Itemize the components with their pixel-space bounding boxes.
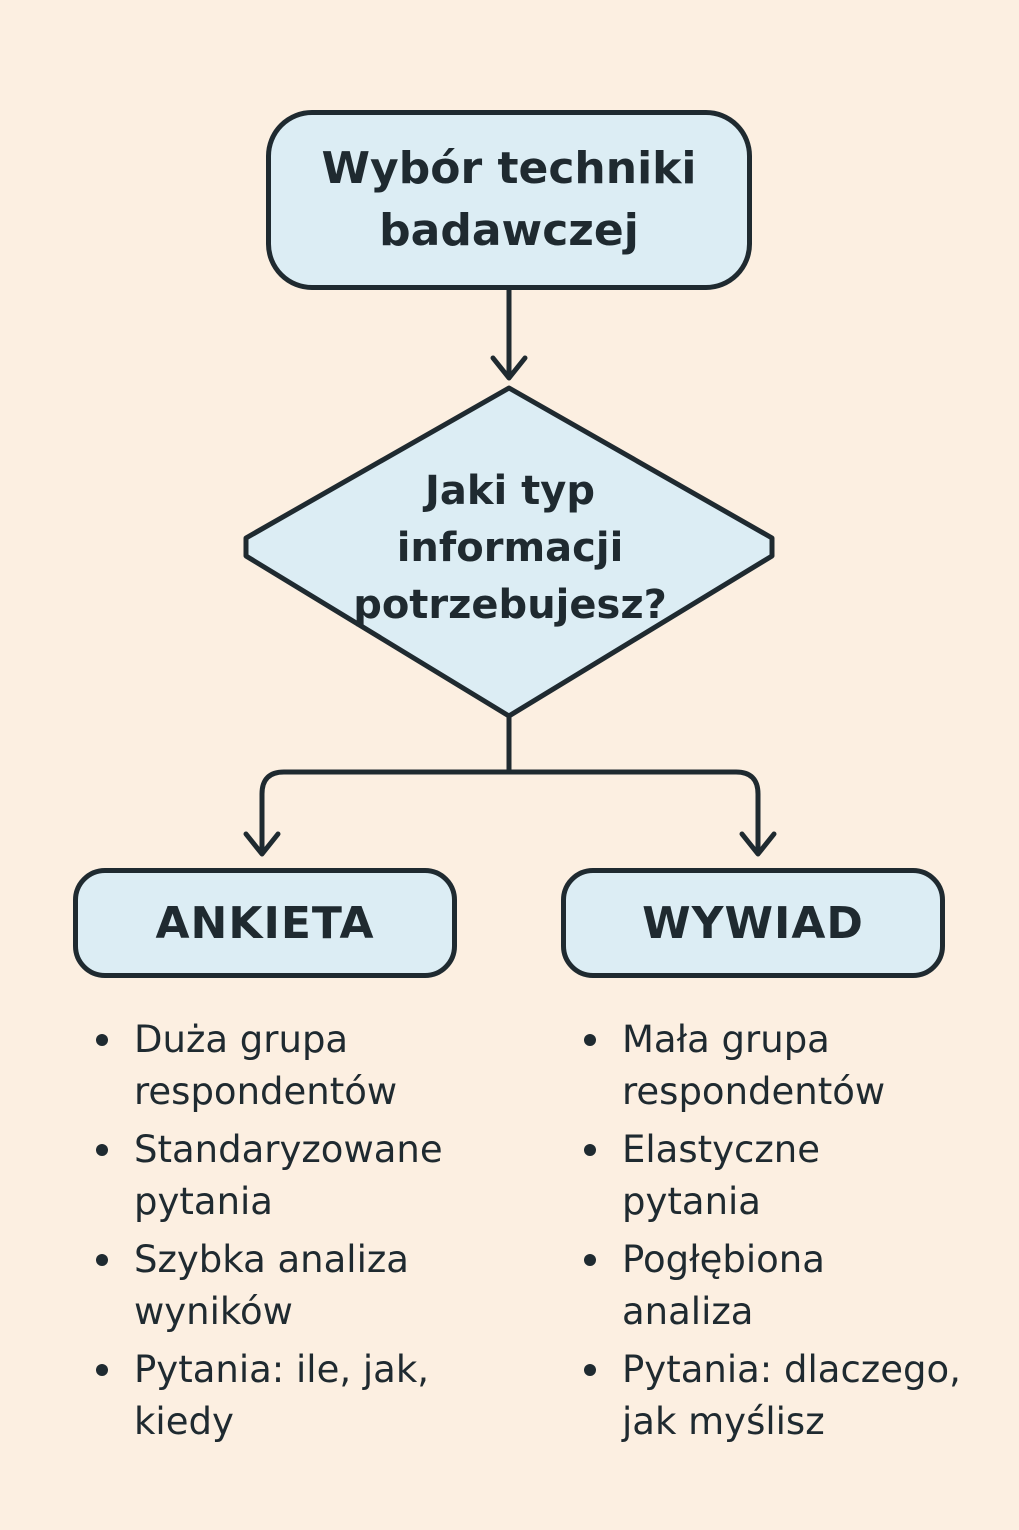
list-item: Pytania: ile, jak, kiedy	[96, 1344, 476, 1448]
bullet-icon	[584, 1364, 596, 1376]
list-item: Pytania: dlaczego, jak myślisz	[584, 1344, 1004, 1448]
start-node-line-2: badawczej	[379, 205, 639, 256]
wywiad-title: WYWIAD	[642, 897, 864, 949]
start-node: Wybór techniki badawczej	[266, 110, 752, 290]
decision-node-label: Jaki typ informacji potrzebujesz?	[330, 458, 690, 638]
bullet-icon	[96, 1364, 108, 1376]
list-item: Standaryzowane pytania	[96, 1124, 476, 1228]
ankieta-node: ANKIETA	[73, 868, 457, 978]
bullet-icon	[96, 1034, 108, 1046]
decision-line-2: informacji	[396, 524, 624, 571]
bullet-icon	[584, 1034, 596, 1046]
ankieta-title: ANKIETA	[155, 897, 375, 949]
arrowhead-to-ankieta	[243, 831, 281, 857]
arrowhead-to-wywiad	[739, 831, 777, 857]
list-item: Mała grupa respondentów	[584, 1014, 1004, 1118]
bullet-icon	[96, 1254, 108, 1266]
arrowhead-start-to-decision	[490, 355, 528, 381]
list-item: Pogłębiona analiza	[584, 1234, 1004, 1338]
start-node-line-1: Wybór techniki	[321, 143, 697, 194]
wywiad-features-list: Mała grupa respondentów Elastyczne pytan…	[584, 1014, 1004, 1454]
decision-line-1: Jaki typ	[425, 467, 595, 514]
list-item: Duża grupa respondentów	[96, 1014, 476, 1118]
wywiad-node: WYWIAD	[561, 868, 945, 978]
decision-line-3: potrzebujesz?	[353, 581, 667, 628]
bullet-icon	[584, 1144, 596, 1156]
connector-branch	[259, 713, 761, 853]
bullet-icon	[584, 1254, 596, 1266]
ankieta-features-list: Duża grupa respondentów Standaryzowane p…	[96, 1014, 476, 1454]
list-item: Szybka analiza wyników	[96, 1234, 476, 1338]
bullet-icon	[96, 1144, 108, 1156]
list-item: Elastyczne pytania	[584, 1124, 1004, 1228]
